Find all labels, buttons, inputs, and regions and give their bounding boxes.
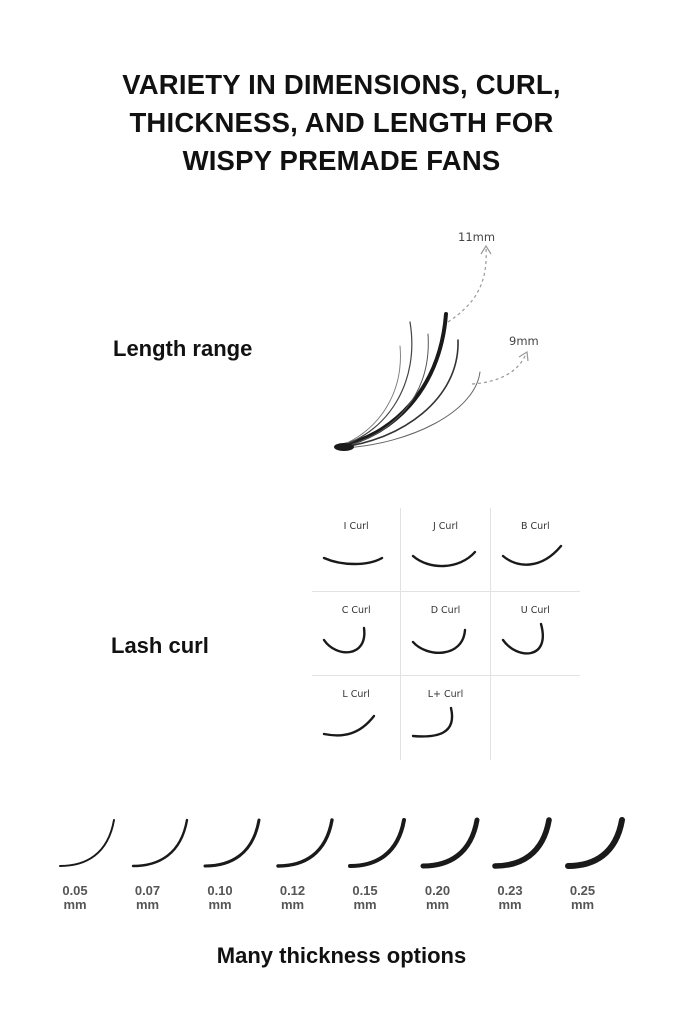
curl-name: L+ Curl — [427, 689, 464, 700]
thickness-number: 0.25 — [569, 883, 596, 898]
thickness-caption: Many thickness options — [216, 943, 467, 968]
thickness-lash — [59, 819, 115, 867]
thickness-lash — [348, 818, 406, 868]
thickness-lash — [275, 818, 334, 868]
curl-cell-b: B Curl — [490, 508, 580, 592]
fan-strand-3 — [339, 321, 413, 447]
curl-cell-l: L Curl — [312, 676, 402, 760]
thickness-unit: mm — [425, 897, 450, 912]
thickness-unit: mm — [280, 897, 305, 912]
fan-strand-5 — [343, 371, 481, 449]
title-line-1: VARIETY IN DIMENSIONS, CURL, — [122, 69, 561, 100]
fan-strand-1 — [338, 312, 448, 448]
thickness-unit: mm — [498, 897, 522, 912]
lash-curl-label: Lash curl — [111, 633, 209, 658]
thickness-number: 0.15 — [352, 883, 378, 898]
thickness-lash — [492, 817, 552, 869]
curl-name: J Curl — [432, 521, 458, 532]
fan-strand-6 — [339, 345, 401, 447]
thickness-number: 0.23 — [497, 883, 523, 898]
i-curl-lash — [322, 556, 384, 566]
curl-cell-d: D Curl — [401, 592, 491, 676]
arrowhead-9mm — [518, 350, 529, 362]
thickness-unit: mm — [570, 897, 595, 912]
curl-grid: I Curl J Curl B Curl C Curl D Curl U Cur… — [312, 508, 580, 760]
curl-cell-l-plus: L+ Curl — [401, 676, 491, 760]
curl-cell-c: C Curl — [312, 592, 402, 676]
curl-cell-empty — [491, 676, 580, 760]
thickness-lash — [420, 817, 479, 869]
thickness-unit: mm — [63, 897, 87, 912]
j-curl-lash — [412, 550, 477, 568]
c-curl-lash — [322, 626, 366, 654]
l-curl-lash — [322, 714, 376, 737]
fan-strand-2 — [341, 339, 459, 448]
u-curl-lash — [501, 622, 544, 655]
fan-base — [334, 443, 354, 451]
curl-cell-j: J Curl — [401, 508, 491, 592]
curl-name: L Curl — [342, 689, 370, 700]
d-curl-lash — [412, 628, 467, 654]
thickness-unit: mm — [135, 897, 160, 912]
thickness-number: 0.05 — [62, 883, 88, 898]
b-curl-lash — [501, 544, 562, 566]
thickness-lash — [131, 818, 188, 868]
curl-name: B Curl — [520, 521, 550, 532]
length-max-label: 11mm — [458, 230, 496, 244]
thickness-number: 0.12 — [279, 883, 306, 898]
l-plus-curl-lash — [412, 706, 454, 738]
thickness-number: 0.20 — [424, 883, 451, 898]
title-line-2: THICKNESS, AND LENGTH FOR — [129, 107, 554, 138]
thickness-number: 0.07 — [134, 883, 161, 898]
curl-name: C Curl — [341, 605, 371, 616]
dashed-arrow-9mm — [471, 353, 527, 385]
lash-fan-illustration — [300, 222, 560, 462]
length-range-label: Length range — [113, 336, 253, 361]
thickness-lash — [564, 817, 625, 869]
thickness-number: 0.10 — [207, 883, 233, 898]
thickness-unit: mm — [353, 897, 377, 912]
thickness-lash — [203, 818, 261, 868]
curl-cell-i: I Curl — [312, 508, 402, 592]
curl-name: D Curl — [430, 605, 461, 616]
curl-name: U Curl — [520, 605, 550, 616]
curl-name: I Curl — [343, 521, 369, 532]
fan-strand-4 — [341, 333, 429, 448]
lash-fan-svg — [334, 244, 529, 451]
page-title: VARIETY IN DIMENSIONS, CURL, THICKNESS, … — [0, 66, 683, 180]
title-line-3: WISPY PREMADE FANS — [182, 145, 501, 176]
thickness-unit: mm — [208, 897, 232, 912]
arrowhead-11mm — [480, 244, 492, 255]
dashed-arrow-11mm — [447, 247, 487, 323]
curl-cell-u: U Curl — [490, 592, 580, 676]
length-min-label: 9mm — [509, 334, 539, 348]
